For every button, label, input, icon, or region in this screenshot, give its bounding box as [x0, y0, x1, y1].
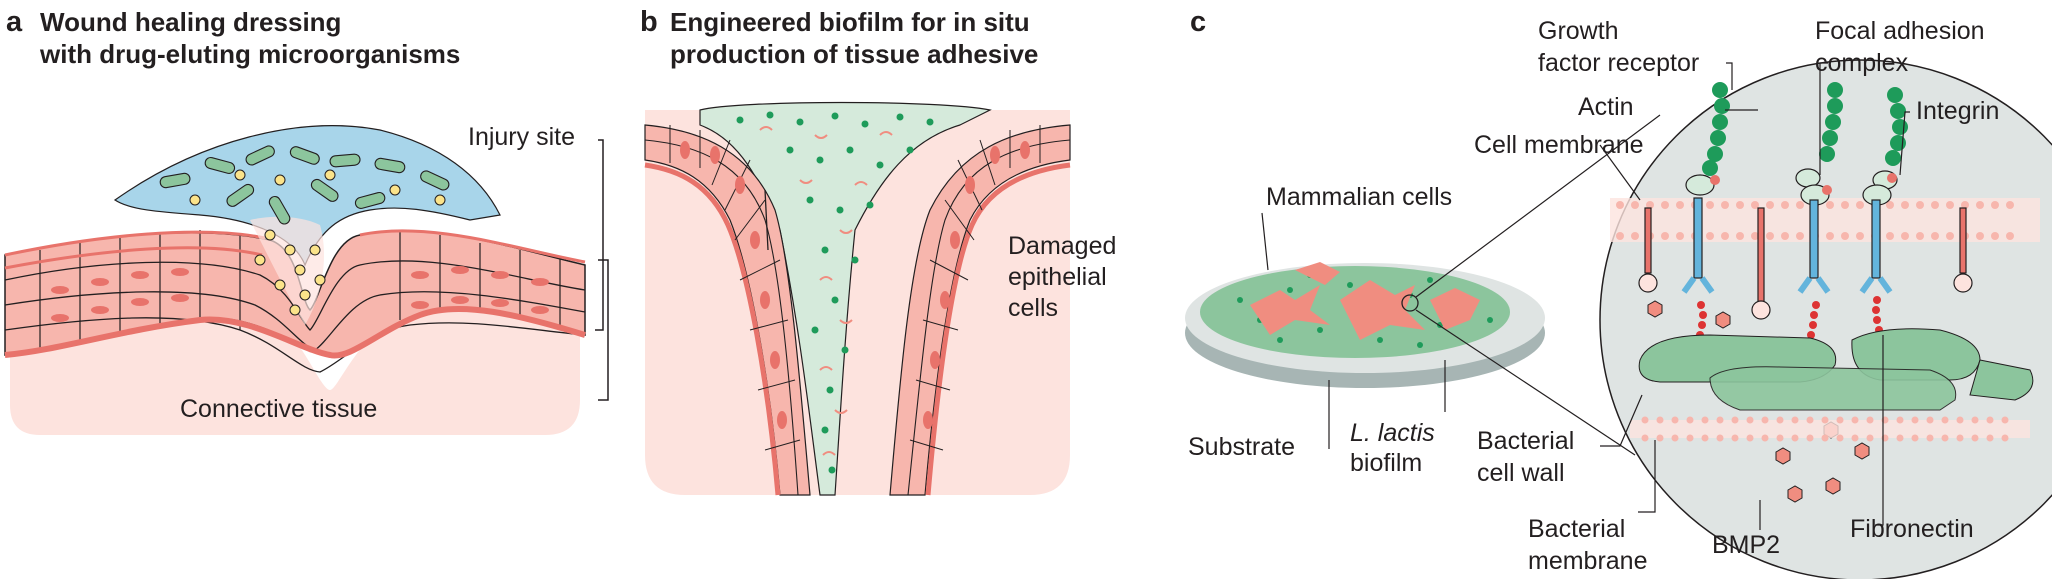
bacterial-membrane-label-line2: membrane [1528, 547, 1648, 575]
fibronectin-label: Fibronectin [1850, 515, 1974, 543]
bacterial-membrane [1630, 416, 2030, 442]
growth-factor-label-line2: factor receptor [1538, 49, 1700, 77]
mammalian-cells-label: Mammalian cells [1266, 183, 1453, 211]
bacterial-cell-wall-label-line1: Bacterial [1477, 427, 1575, 455]
connective-tissue-region [10, 300, 580, 435]
biofilm-adhesive-illustration [644, 101, 1071, 496]
mammalian-membrane [1610, 198, 2040, 242]
panel-c: c Growth factor receptor Focal adhesion … [1180, 0, 2052, 579]
damaged-cells-leader [764, 189, 769, 251]
integrin-label: Integrin [1916, 97, 2000, 125]
lactis-label: L. lactis [1350, 419, 1435, 447]
mammalian-cells-on-disc [1250, 262, 1480, 340]
substrate-label: Substrate [1188, 433, 1296, 461]
damaged-label-line3: cells [1008, 294, 1059, 322]
growth-factor-label-line1: Growth [1538, 17, 1619, 45]
wound-dressing-illustration [4, 125, 609, 435]
focal-adhesion-label-line2: complex [1815, 49, 1909, 77]
panel-a: a Wound healing dressing with drug-eluti… [0, 0, 640, 579]
bmp2-label: BMP2 [1712, 531, 1781, 559]
bacterial-cell-wall [1638, 328, 2034, 411]
biofilm-mechanism-illustration [1185, 59, 2052, 579]
basement-membrane [4, 305, 586, 359]
panel-c-letter: c [1190, 6, 1207, 38]
biofilm-label: biofilm [1350, 449, 1423, 477]
cell-membrane-label: Cell membrane [1474, 131, 1644, 159]
bacterial-membrane-label-line1: Bacterial [1528, 515, 1626, 543]
panel-a-letter: a [6, 6, 23, 38]
actin-label: Actin [1578, 93, 1634, 121]
panel-b-title-line1: Engineered biofilm for in situ [670, 7, 1030, 37]
panel-b-letter: b [640, 6, 658, 38]
damaged-label-line2: epithelial [1008, 263, 1107, 291]
injury-site-bracket [595, 139, 604, 331]
focal-adhesion-label-line1: Focal adhesion [1815, 17, 1985, 45]
bacterial-cell-wall-label-line2: cell wall [1477, 459, 1565, 487]
panel-b-title-line2: production of tissue adhesive [670, 39, 1039, 69]
connective-tissue-label: Connective tissue [180, 395, 378, 423]
panel-a-title-line2: with drug-eluting microorganisms [40, 39, 461, 69]
damaged-label-line1: Damaged [1008, 232, 1117, 260]
injury-site-label: Injury site [468, 123, 575, 151]
panel-a-title-line1: Wound healing dressing [40, 7, 342, 37]
panel-b: b Engineered biofilm for in situ product… [640, 0, 1180, 579]
